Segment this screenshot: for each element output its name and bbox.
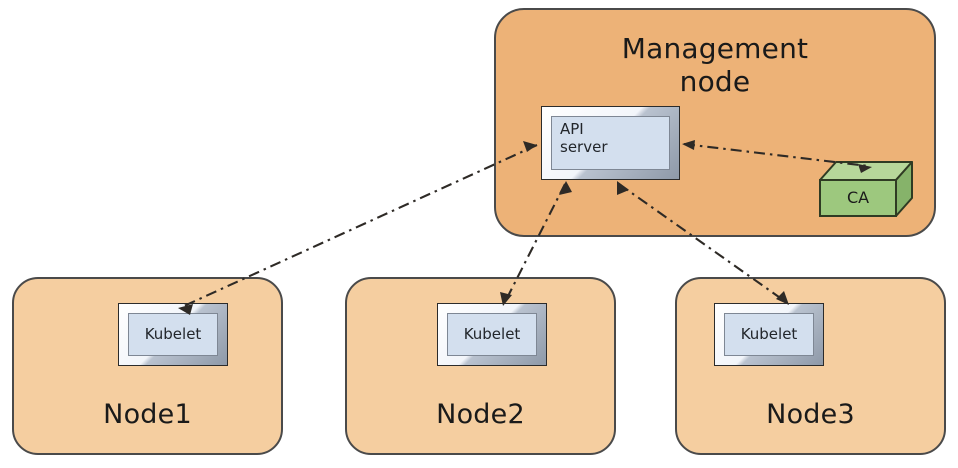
kubelet-label-2: Kubelet xyxy=(463,324,521,343)
kubelet-label-3: Kubelet xyxy=(740,324,798,343)
kubelet-label-1: Kubelet xyxy=(144,324,202,343)
kubelet-box-1[interactable]: Kubelet xyxy=(118,303,228,366)
kubelet-inner-1: Kubelet xyxy=(128,313,218,356)
management-node-label: Management node xyxy=(621,32,809,99)
api-server-label: API server xyxy=(560,120,608,156)
api-server-inner: API server xyxy=(551,116,670,170)
ca-cuboid-shape xyxy=(819,161,913,217)
kubelet-inner-3: Kubelet xyxy=(724,313,814,356)
ca-label: CA xyxy=(846,188,870,207)
kubelet-box-3[interactable]: Kubelet xyxy=(714,303,824,366)
kubelet-box-2[interactable]: Kubelet xyxy=(437,303,547,366)
node-label-1: Node1 xyxy=(103,399,192,431)
node-label-2: Node2 xyxy=(436,399,525,431)
kubelet-inner-2: Kubelet xyxy=(447,313,537,356)
ca-box[interactable]: CA xyxy=(818,160,914,218)
node-label-3: Node3 xyxy=(766,399,855,431)
api-server-box[interactable]: API server xyxy=(541,106,680,180)
